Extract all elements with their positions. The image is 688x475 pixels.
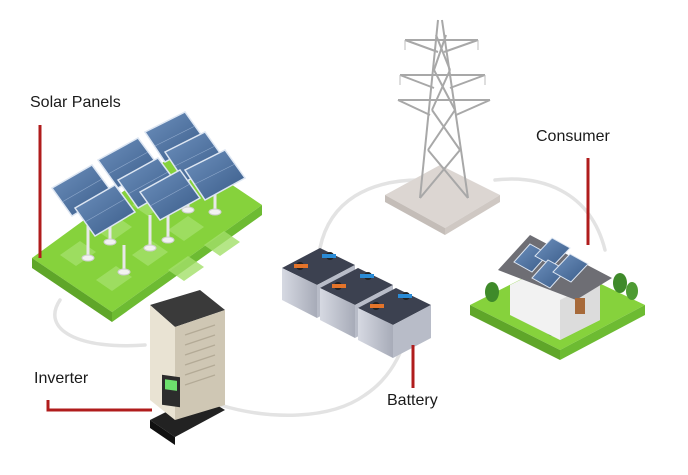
- solar-panels-label: Solar Panels: [30, 94, 121, 111]
- solar-panel-array-icon: [32, 111, 262, 322]
- cable-battery-tower: [318, 178, 422, 250]
- consumer-label: Consumer: [536, 128, 610, 145]
- house-icon: [470, 235, 645, 360]
- cable-solar-inverter: [53, 298, 147, 348]
- transmission-tower-icon: [385, 19, 500, 235]
- battery-label: Battery: [387, 392, 438, 409]
- leader-inverter: [46, 400, 152, 412]
- leader-lines: [38, 125, 590, 412]
- battery-bank-icon: [282, 248, 431, 358]
- inverter-label: Inverter: [34, 370, 89, 387]
- inverter-icon: [150, 290, 225, 445]
- cable-tower-house: [493, 177, 607, 252]
- battery-unit-3: [358, 288, 431, 358]
